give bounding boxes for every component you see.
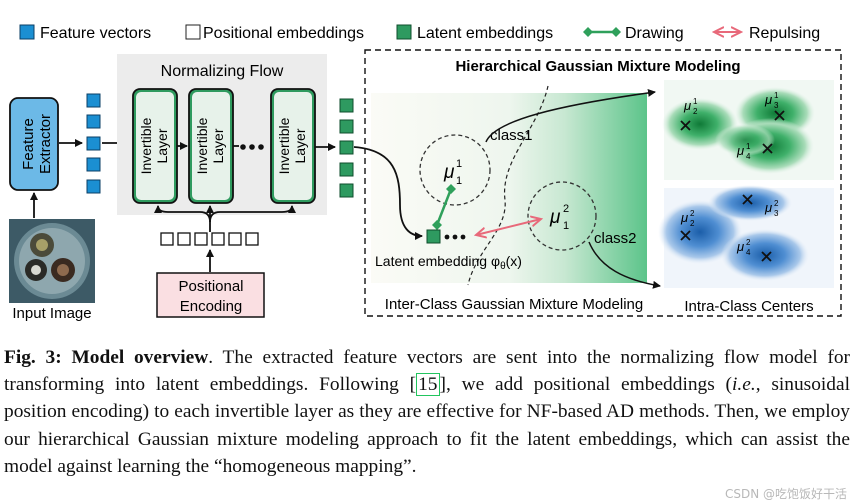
mu1-1-symbol: μ bbox=[443, 162, 455, 183]
blue-mu4-label: μ bbox=[736, 239, 744, 254]
watermark: CSDN @吃饱饭好干活 bbox=[724, 487, 847, 501]
green-mu4-label: μ bbox=[736, 143, 744, 158]
drawing-legend-icon bbox=[583, 27, 621, 37]
legend-positional-embeddings: Positional embeddings bbox=[203, 25, 364, 42]
caption-text-2: ], we add positional embeddings ( bbox=[439, 374, 733, 396]
normalizing-flow-title: Normalizing Flow bbox=[161, 63, 284, 80]
green-mu3-sup: 1 bbox=[774, 91, 779, 100]
invertible-layer-label-2a: Invertible bbox=[194, 117, 210, 174]
class-boundary bbox=[467, 85, 549, 286]
blue-mu2-label: μ bbox=[680, 210, 688, 225]
layer-ellipsis bbox=[233, 144, 264, 150]
repulsing-arrow bbox=[476, 219, 541, 235]
feature-vector-swatch bbox=[19, 24, 35, 40]
blue-mu4-sup: 2 bbox=[746, 238, 751, 247]
green-mu1-label: μ bbox=[683, 98, 691, 113]
blue-heatmap bbox=[658, 185, 834, 288]
caption-title: Model overview bbox=[71, 347, 209, 368]
mu1-2-symbol: μ bbox=[549, 207, 561, 228]
latent-to-space-arrow bbox=[353, 146, 423, 240]
positional-embedding-swatch bbox=[185, 24, 201, 40]
positional-encoding-block: Positional Encoding bbox=[156, 272, 265, 318]
feature-extractor-block: Feature Extractor bbox=[9, 97, 59, 191]
hgmm-dashed-panel bbox=[364, 49, 842, 317]
blue-mu3-label: μ bbox=[764, 200, 772, 215]
latent-ellipsis bbox=[444, 234, 466, 240]
intra-class-label: Intra-Class Centers bbox=[684, 298, 813, 315]
legend-repulsing: Repulsing bbox=[749, 25, 820, 42]
legend: Feature vectors Positional embeddings La… bbox=[19, 24, 820, 42]
legend-feature-vectors: Feature vectors bbox=[40, 25, 151, 42]
invertible-layer-label-2b: Layer bbox=[210, 128, 226, 163]
blue-mu4-sub: 4 bbox=[746, 248, 751, 257]
invertible-layer-label-1b: Layer bbox=[154, 128, 170, 163]
inter-class-region bbox=[371, 93, 647, 283]
mu1-2-sup: 2 bbox=[563, 203, 569, 215]
mu1-1-sub: 1 bbox=[456, 175, 462, 187]
latent-embedding-column bbox=[339, 98, 354, 198]
positional-encoding-label-1: Positional bbox=[178, 278, 243, 295]
invertible-layer-1: Invertible Layer bbox=[132, 88, 178, 204]
caption-ie: i.e. bbox=[732, 374, 756, 396]
latent-point bbox=[426, 229, 441, 244]
blue-centers bbox=[680, 194, 772, 262]
caption-text-3: , sinusoidal position encoding) to each … bbox=[4, 374, 850, 477]
class1-label: class1 bbox=[490, 127, 533, 144]
invertible-layer-2: Invertible Layer bbox=[188, 88, 234, 204]
invertible-layer-label-1a: Invertible bbox=[138, 117, 154, 174]
caption-label: Fig. 3: bbox=[4, 347, 62, 368]
inter-class-label: Inter-Class Gaussian Mixture Modeling bbox=[385, 296, 643, 313]
blue-mu3-sub: 3 bbox=[774, 209, 779, 218]
drawing-connector bbox=[432, 184, 456, 230]
positional-embedding-row bbox=[160, 232, 259, 246]
green-heatmap bbox=[662, 80, 834, 180]
green-mu4-sub: 4 bbox=[746, 152, 751, 161]
blue-mu2-sup: 2 bbox=[690, 209, 695, 218]
latent-embedding-swatch bbox=[396, 24, 412, 40]
class2-label: class2 bbox=[594, 230, 637, 247]
figure-caption: Fig. 3: Model overview. The extracted fe… bbox=[4, 344, 850, 480]
class2-arrow bbox=[588, 241, 661, 289]
invertible-layer-label-3b: Layer bbox=[292, 128, 308, 163]
input-image-label: Input Image bbox=[12, 305, 91, 322]
green-mu1-sup: 1 bbox=[693, 97, 698, 106]
green-mu3-label: μ bbox=[764, 92, 772, 107]
feature-extractor-label-1: Feature bbox=[20, 118, 37, 170]
class1-circle bbox=[419, 134, 491, 206]
class1-arrow bbox=[485, 88, 656, 143]
positional-encoding-label-2: Encoding bbox=[180, 298, 243, 315]
latent-embedding-label: Latent embedding φθ(x) bbox=[375, 253, 522, 272]
citation-link[interactable]: 15 bbox=[416, 373, 440, 397]
hgmm-title: Hierarchical Gaussian Mixture Modeling bbox=[455, 58, 740, 75]
invertible-layer-label-3a: Invertible bbox=[276, 117, 292, 174]
feature-extractor-label-2: Extractor bbox=[37, 114, 54, 174]
feature-vector-column bbox=[86, 93, 101, 194]
blue-mu2-sub: 2 bbox=[690, 219, 695, 228]
green-mu3-sub: 3 bbox=[774, 101, 779, 110]
mu1-1-sup: 1 bbox=[456, 158, 462, 170]
legend-latent-embeddings: Latent embeddings bbox=[417, 25, 553, 42]
green-centers bbox=[680, 110, 785, 154]
green-mu1-sub: 2 bbox=[693, 107, 698, 116]
input-image bbox=[9, 219, 95, 303]
legend-drawing: Drawing bbox=[625, 25, 684, 42]
green-mu4-sup: 1 bbox=[746, 142, 751, 151]
caption-text-1: . The extracted feature vectors are sent… bbox=[4, 347, 850, 396]
blue-mu3-sup: 2 bbox=[774, 199, 779, 208]
positional-embedding-arrows bbox=[154, 205, 296, 232]
model-overview-figure: Feature vectors Positional embeddings La… bbox=[9, 24, 842, 322]
mu1-2-sub: 1 bbox=[563, 220, 569, 232]
invertible-layer-3: Invertible Layer bbox=[270, 88, 316, 204]
